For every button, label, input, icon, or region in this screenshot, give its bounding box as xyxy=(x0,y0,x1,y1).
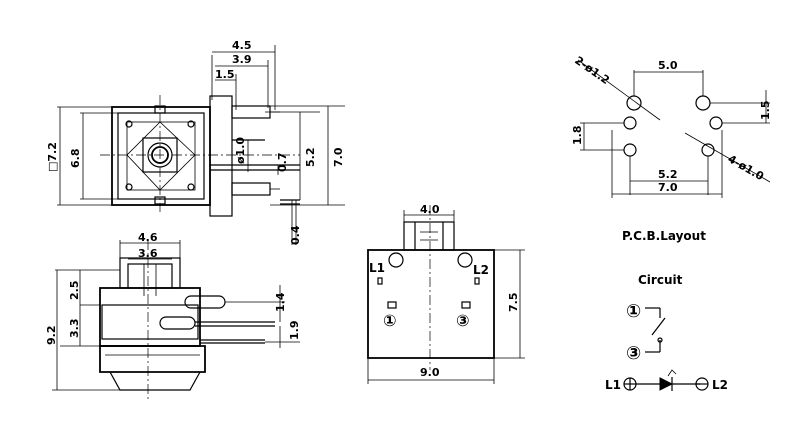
dim-6-8: 6.8 xyxy=(69,149,82,169)
pcb-dim-5-2: 5.2 xyxy=(658,168,678,181)
circuit-pin-1: ① xyxy=(626,301,641,322)
front-view: L1 L2 ① ③ 4.0 7.5 9.0 xyxy=(367,203,525,384)
pcb-dim-1-8: 1.8 xyxy=(571,126,584,146)
dim-9-0: 9.0 xyxy=(420,366,440,379)
dim-0-7: 0.7 xyxy=(276,153,289,173)
side-view: 4.6 3.6 2.5 3.3 9.2 1.4 1.9 xyxy=(45,231,301,400)
dim-1-5: 1.5 xyxy=(215,68,235,81)
circuit-diagram: Circuit ① ③ L1 L2 xyxy=(605,273,728,392)
pcb-layout: 5.0 2-ø1.2 1.5 1.8 4-ø1.0 5.2 7.0 P.C.B.… xyxy=(571,54,772,243)
pcb-title: P.C.B.Layout xyxy=(622,229,706,243)
dim-square-7-2: □7.2 xyxy=(46,142,59,172)
dim-0-4: 0.4 xyxy=(289,225,302,245)
dim-4-5: 4.5 xyxy=(232,39,252,52)
dim-4-6: 4.6 xyxy=(138,231,158,244)
dim-4-0: 4.0 xyxy=(420,203,440,216)
dim-5-2: 5.2 xyxy=(304,148,317,168)
dim-1-9: 1.9 xyxy=(288,321,301,341)
pcb-dim-5-0: 5.0 xyxy=(658,59,678,72)
front-label-l2: L2 xyxy=(473,263,489,277)
dim-stem-dia: ø1.0 xyxy=(234,137,247,164)
circuit-title: Circuit xyxy=(638,273,683,287)
circuit-led-l2: L2 xyxy=(712,378,728,392)
top-view: 4.5 3.9 1.5 □7.2 6.8 ø1.0 0.7 5.2 7.0 0.… xyxy=(46,39,345,245)
circuit-led-l1: L1 xyxy=(605,378,621,392)
dim-1-4: 1.4 xyxy=(274,292,287,312)
dim-3-9: 3.9 xyxy=(232,53,252,66)
dim-3-6: 3.6 xyxy=(138,247,158,260)
pcb-hole-dia-b: 4-ø1.0 xyxy=(726,152,767,183)
front-pin-1: ① xyxy=(383,311,397,330)
dim-7-0: 7.0 xyxy=(332,147,345,167)
pcb-hole-dia-a: 2-ø1.2 xyxy=(572,54,612,87)
front-label-l1: L1 xyxy=(369,261,385,275)
front-pin-3: ③ xyxy=(456,311,470,330)
circuit-pin-3: ③ xyxy=(626,343,641,364)
pcb-dim-7-0: 7.0 xyxy=(658,181,678,194)
dim-2-5: 2.5 xyxy=(68,281,81,301)
dim-7-5: 7.5 xyxy=(507,293,520,313)
dim-3-3: 3.3 xyxy=(68,319,81,339)
dim-9-2: 9.2 xyxy=(45,326,58,346)
pcb-dim-1-5: 1.5 xyxy=(759,101,772,121)
